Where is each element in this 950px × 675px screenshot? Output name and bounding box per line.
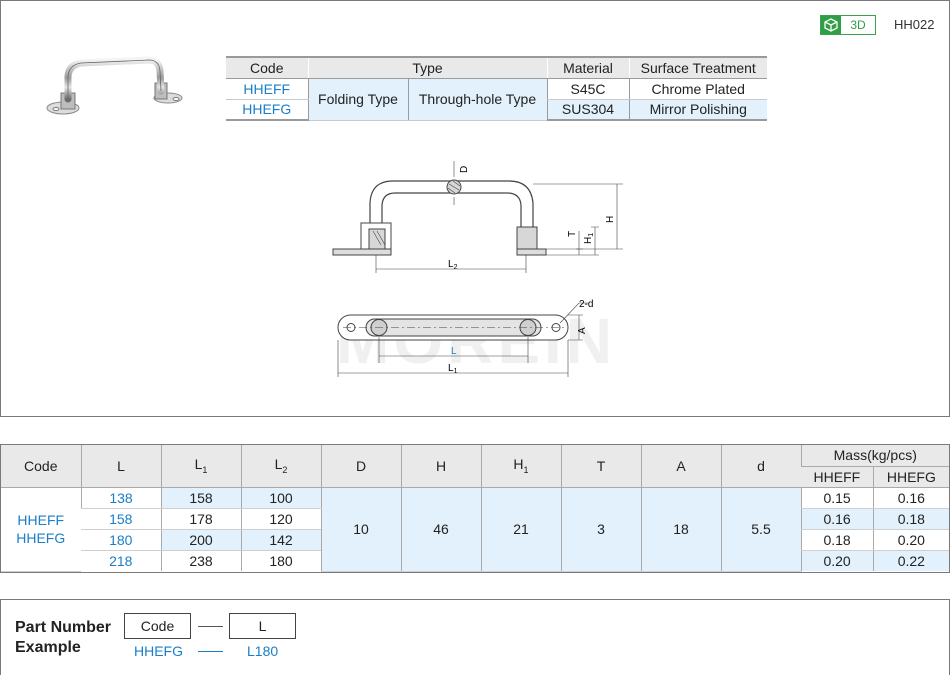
th-h1: H1: [480, 445, 561, 488]
th-mass-hheff: HHEFF: [801, 466, 874, 488]
technical-drawing: MOREIN D H H1 T L2: [332, 161, 623, 377]
th-mass: Mass(kg/pcs): [800, 445, 949, 467]
treatment-cell: Chrome Plated: [628, 78, 767, 100]
l-value[interactable]: 158: [81, 508, 161, 530]
cube-icon: [821, 16, 841, 34]
d-small-value: 5.5: [720, 487, 801, 572]
l2-value: 142: [240, 529, 321, 551]
mass-hheff: 0.15: [800, 487, 874, 509]
spec-table: Code L L1 L2 D H H1 T A d Mass(kg/pcs) H…: [1, 445, 949, 572]
h-value: 46: [400, 487, 481, 572]
example-code: HHEFG: [134, 643, 183, 659]
code-hhefg[interactable]: HHEFG: [16, 530, 66, 546]
mass-hhefg: 0.22: [872, 550, 949, 571]
l1-value: 238: [160, 550, 241, 571]
front-view: [332, 161, 623, 273]
example-l: L180: [247, 643, 279, 659]
mass-hhefg: 0.18: [872, 508, 949, 530]
l1-value: 178: [160, 508, 241, 530]
label-l1: L1: [448, 363, 458, 375]
label-a: A: [577, 327, 588, 334]
material-cell: SUS304: [546, 99, 629, 121]
3d-model-button[interactable]: 3D: [820, 15, 876, 35]
type-through-hole: Through-hole Type: [407, 78, 547, 121]
l2-value: 100: [240, 487, 321, 509]
l-value[interactable]: 218: [109, 552, 133, 569]
mass-hhefg: 0.20: [872, 529, 949, 551]
treatment-cell: Mirror Polishing: [628, 99, 767, 121]
code-cell[interactable]: HHEFF HHEFG: [1, 487, 81, 572]
label-l: L: [451, 346, 457, 357]
code-link[interactable]: HHEFG: [226, 99, 308, 121]
material-cell: S45C: [546, 78, 629, 100]
part-number-example-panel: Part Number Example Code L HHEFG L180: [0, 599, 950, 675]
code-hheff[interactable]: HHEFF: [17, 512, 65, 528]
product-image: [46, 56, 183, 115]
th-l: L: [80, 445, 161, 488]
part-number-heading: Part Number Example: [15, 619, 112, 656]
th-surface-treatment: Surface Treatment: [628, 56, 767, 79]
label-d: D: [459, 166, 470, 173]
top-view: [337, 302, 589, 377]
spec-table-panel: Code L L1 L2 D H H1 T A d Mass(kg/pcs) H…: [0, 444, 950, 573]
h1-value: 21: [480, 487, 561, 572]
type-folding: Folding Type: [307, 78, 408, 121]
label-2-d: 2-d: [579, 299, 593, 310]
code-link[interactable]: HHEFF: [226, 78, 308, 100]
th-a: A: [640, 445, 721, 488]
l-value[interactable]: 138: [80, 487, 161, 509]
series-code: HH022: [894, 17, 935, 32]
th-l1: L1: [160, 445, 241, 488]
th-l2: L2: [240, 445, 321, 488]
l2-value: 120: [240, 508, 321, 530]
label-l2: L2: [448, 259, 458, 271]
mass-hhefg: 0.16: [872, 487, 949, 509]
separator-dash: [198, 626, 223, 627]
l-box: L: [229, 613, 296, 639]
d-value: 10: [320, 487, 401, 572]
label-h: H: [605, 216, 616, 223]
mass-hheff: 0.16: [800, 508, 874, 530]
mass-hheff: 0.18: [800, 529, 874, 551]
th-material: Material: [546, 56, 629, 79]
l1-value: 158: [160, 487, 241, 509]
example-dash: [198, 651, 223, 652]
code-box: Code: [124, 613, 191, 639]
l1-value: 200: [160, 529, 241, 551]
th-type: Type: [307, 56, 547, 79]
th-h: H: [400, 445, 481, 488]
th-t: T: [560, 445, 641, 488]
mass-hheff: 0.20: [800, 550, 874, 571]
a-value: 18: [640, 487, 721, 572]
label-t: T: [567, 231, 578, 237]
type-table: Code Type Material Surface Treatment HHE…: [226, 56, 767, 121]
t-value: 3: [560, 487, 641, 572]
l2-value: 180: [240, 550, 321, 571]
th-code: Code: [226, 56, 308, 79]
product-overview-panel: 3D HH022 Code Type Material Surface Trea…: [0, 0, 950, 417]
l-value[interactable]: 180: [81, 529, 161, 551]
th-mass-hhefg: HHEFG: [872, 466, 949, 488]
label-h1: H1: [583, 233, 595, 244]
3d-label: 3D: [850, 18, 866, 32]
th-d-small: d: [720, 445, 801, 488]
th-code: Code: [1, 445, 81, 488]
th-d: D: [320, 445, 401, 488]
